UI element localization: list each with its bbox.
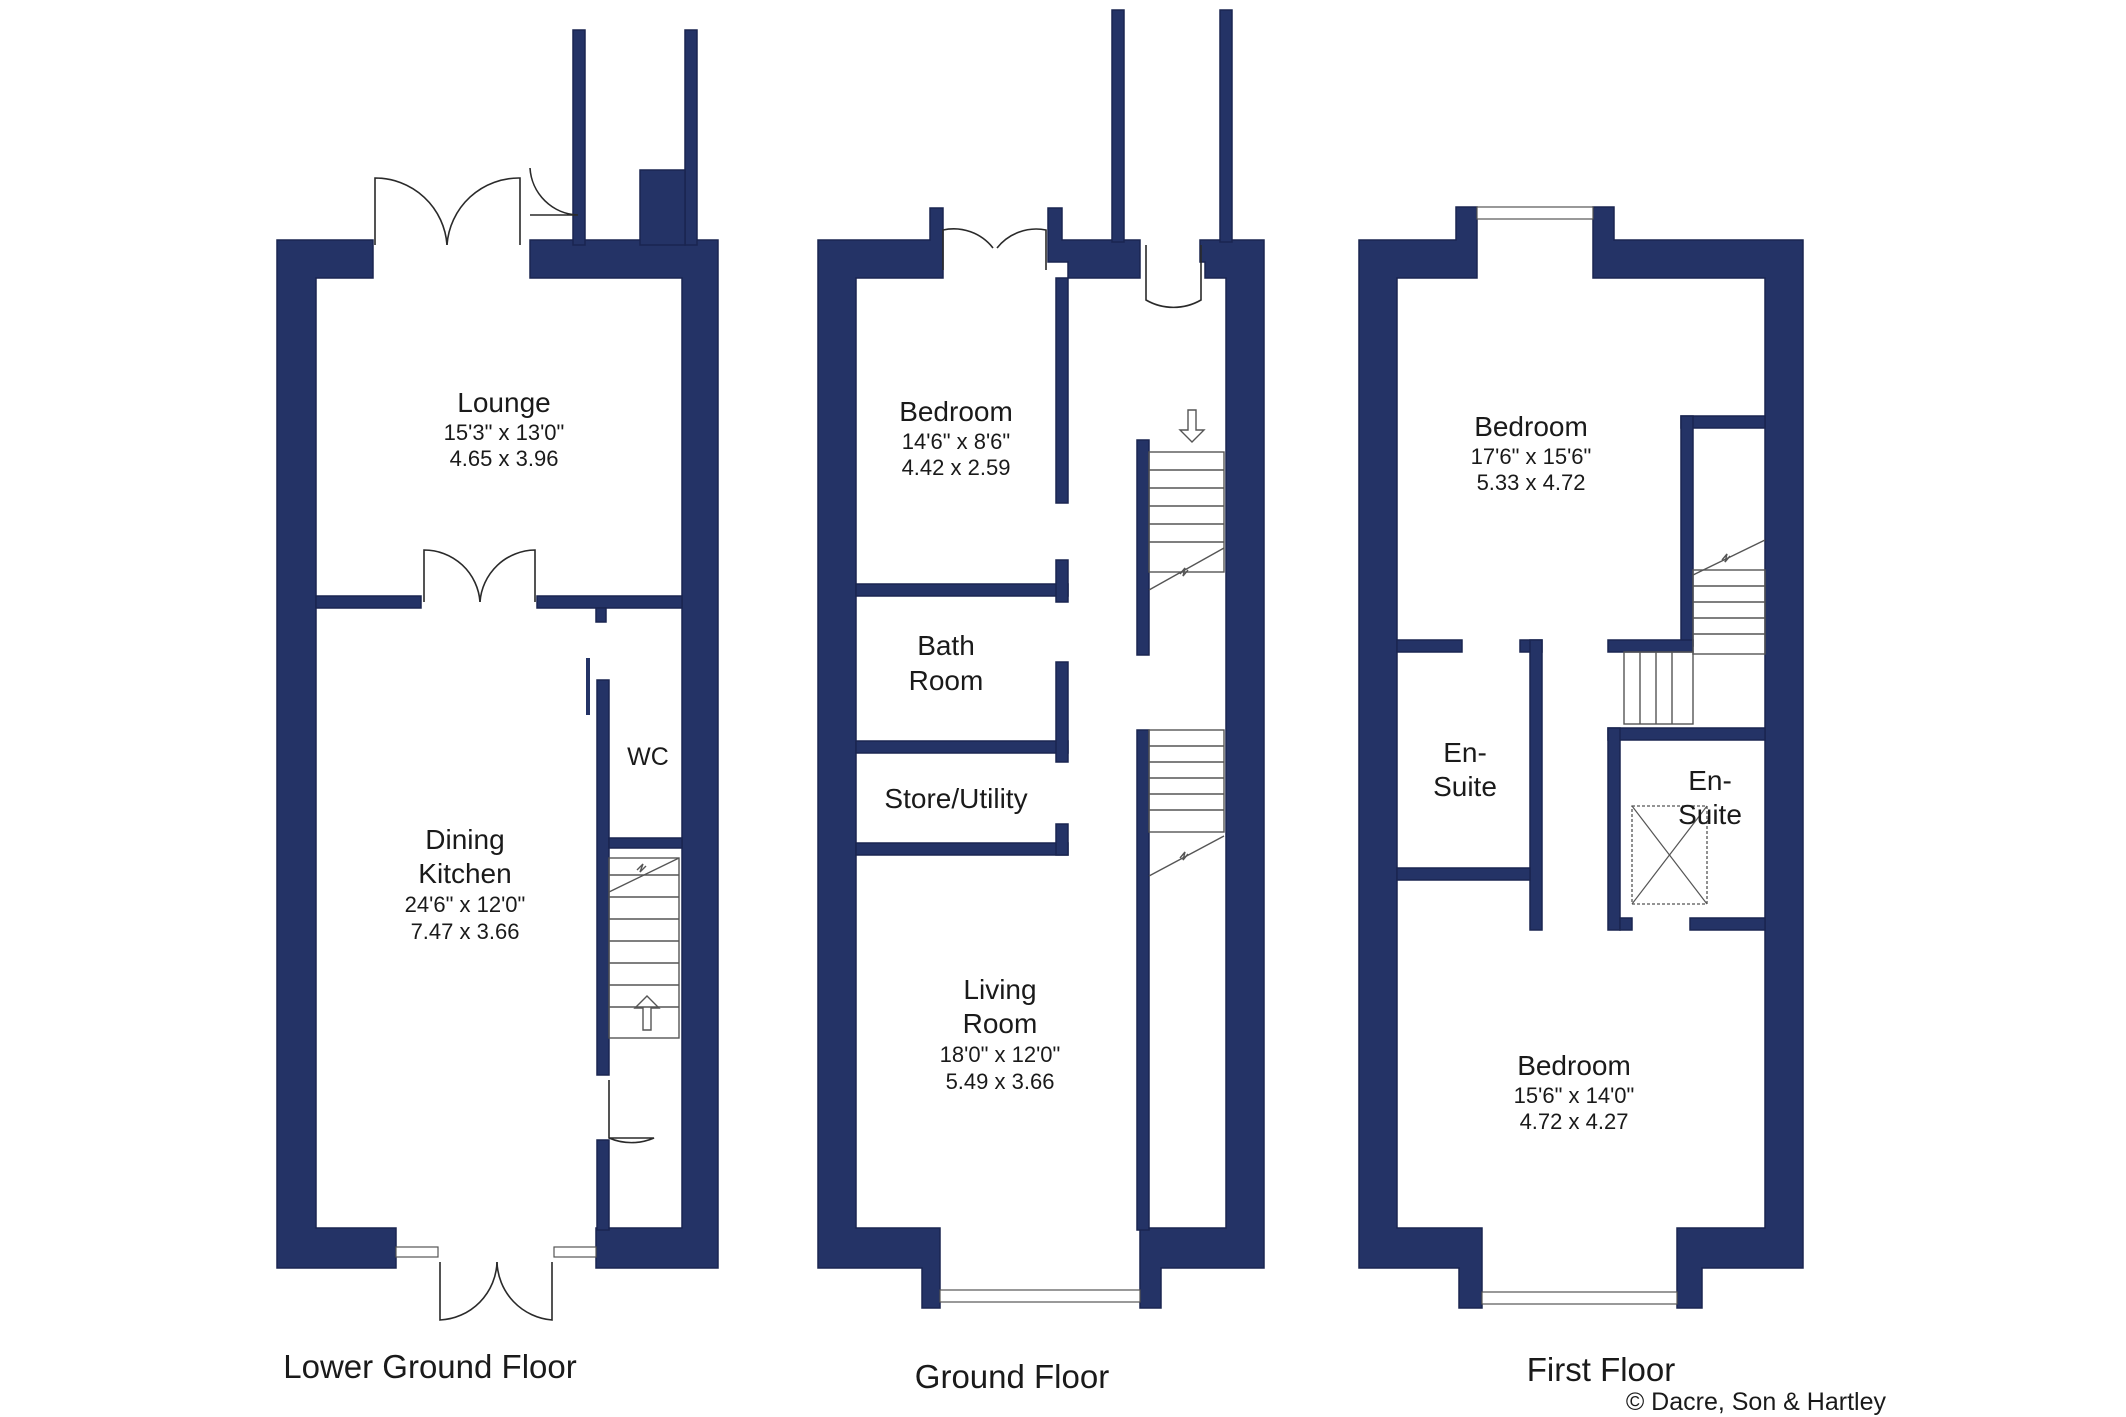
- first-ensuite-left-right-wall: [1529, 639, 1543, 931]
- lounge-name: Lounge: [457, 387, 550, 418]
- lower-ground-floor-plan: Lounge 15'3" x 13'0" 4.65 x 3.96 Dining …: [276, 29, 719, 1385]
- living-dim-imperial: 18'0" x 12'0": [940, 1042, 1061, 1067]
- ground-bath-nib: [1055, 661, 1069, 763]
- lower-ground-floor-label: Lower Ground Floor: [283, 1348, 576, 1385]
- bath-name-line2: Room: [909, 665, 984, 696]
- first-ensuite-right-nib: [1619, 917, 1633, 931]
- first-ensuite-left-line1: En-: [1443, 737, 1487, 768]
- dining-name-line2: Kitchen: [418, 858, 511, 889]
- lower-window-right: [553, 1246, 597, 1258]
- first-stairs: [1623, 539, 1766, 725]
- first-bedroom-front-dim-imperial: 15'6" x 14'0": [1514, 1083, 1635, 1108]
- living-dim-metric: 5.49 x 3.66: [946, 1069, 1055, 1094]
- lower-partition-right: [536, 595, 683, 609]
- first-landing-wall: [1607, 639, 1694, 653]
- copyright-text: © Dacre, Son & Hartley: [1626, 1388, 1887, 1416]
- dining-dim-metric: 7.47 x 3.66: [411, 919, 520, 944]
- first-bedroom-rear-dim-metric: 5.33 x 4.72: [1477, 470, 1586, 495]
- lower-partition-nib: [595, 607, 607, 623]
- ground-rear-wall-b: [1219, 9, 1233, 243]
- first-ensuite-right-bottom-wall: [1689, 917, 1766, 931]
- first-ensuite-right-left-wall: [1607, 727, 1621, 931]
- lower-rear-wall-b: [684, 29, 698, 246]
- lower-front-door-left: [439, 1261, 498, 1321]
- lower-outer-walls: [276, 239, 397, 1269]
- first-ensuite-right-line2: Suite: [1678, 799, 1742, 830]
- wc-name: WC: [627, 743, 669, 771]
- ground-floor-label: Ground Floor: [915, 1358, 1109, 1395]
- first-stair-left-wall: [1680, 415, 1694, 647]
- lower-right-wall: [529, 239, 719, 1269]
- lounge-dim-imperial: 15'3" x 13'0": [444, 420, 565, 445]
- ground-stair-down-arrow: [1178, 409, 1206, 443]
- bath-name-line1: Bath: [917, 630, 975, 661]
- living-name-line2: Room: [963, 1008, 1038, 1039]
- first-ensuite-right-top-wall: [1607, 727, 1766, 741]
- living-name-line1: Living: [963, 974, 1036, 1005]
- first-bedroom-front-dim-metric: 4.72 x 4.27: [1520, 1109, 1629, 1134]
- first-shower-tray: [1631, 805, 1708, 905]
- lower-rear-door-left: [374, 177, 448, 246]
- ground-floor-plan: Bedroom 14'6" x 8'6" 4.42 x 2.59 Bath Ro…: [817, 9, 1265, 1395]
- lower-front-door-right: [496, 1261, 553, 1321]
- lower-inner-door-left: [423, 549, 481, 603]
- first-outer-right: [1592, 206, 1804, 1309]
- ground-rear-mid: [1047, 207, 1141, 279]
- ground-bedroom-right-wall: [1055, 277, 1069, 504]
- ground-rear-door-right: [996, 228, 1047, 270]
- ground-hall-wall-upper: [1136, 439, 1150, 656]
- lounge-dim-metric: 4.65 x 3.96: [450, 446, 559, 471]
- dining-name-line1: Dining: [425, 824, 504, 855]
- ground-bed-bath-wall: [855, 583, 1069, 597]
- ground-bedroom-name: Bedroom: [899, 396, 1013, 427]
- lower-rear-wall-a: [572, 29, 586, 246]
- lower-rear-side-door: [529, 167, 579, 216]
- first-floor-label: First Floor: [1527, 1351, 1676, 1388]
- first-outer-left: [1358, 206, 1483, 1309]
- first-ensuite-left-line2: Suite: [1433, 771, 1497, 802]
- lower-store-door: [608, 1080, 655, 1144]
- lower-stair-wall: [596, 679, 610, 1076]
- first-bedroom-front-name: Bedroom: [1517, 1050, 1631, 1081]
- first-ensuite-left-bottom-wall: [1396, 867, 1531, 881]
- ground-bay-window: [939, 1289, 1141, 1303]
- dining-dim-imperial: 24'6" x 12'0": [405, 892, 526, 917]
- lower-rear-pier: [639, 169, 686, 246]
- first-ensuite-right-line1: En-: [1688, 765, 1732, 796]
- first-bedroom-rear-name: Bedroom: [1474, 411, 1588, 442]
- ground-store-living-wall: [855, 842, 1069, 856]
- ground-outer-left: [817, 207, 944, 1309]
- lower-partition-left: [315, 595, 422, 609]
- ground-bed-bath-nib: [1055, 559, 1069, 603]
- ground-rear-wall-a: [1111, 9, 1125, 243]
- ground-bedroom-dim-metric: 4.42 x 2.59: [902, 455, 1011, 480]
- lower-stair-up-arrow: [633, 995, 661, 1031]
- first-front-window: [1481, 1291, 1678, 1305]
- ground-stairs-lower: [1148, 729, 1225, 877]
- lower-inner-door-right: [479, 549, 536, 603]
- ground-bath-store-wall: [855, 740, 1069, 754]
- ground-hall-wall-lower: [1136, 729, 1150, 1231]
- first-bedroom-rear-dim-imperial: 17'6" x 15'6": [1471, 444, 1592, 469]
- ground-store-nib: [1055, 823, 1069, 856]
- lower-stair-wall-low: [596, 1139, 610, 1231]
- ground-side-door: [1145, 245, 1202, 309]
- ground-outer-right: [1139, 239, 1265, 1309]
- lower-wc-wall: [608, 837, 683, 849]
- first-left-landing-wall: [1396, 639, 1463, 653]
- ground-bedroom-dim-imperial: 14'6" x 8'6": [902, 429, 1010, 454]
- first-floor-plan: Bedroom 17'6" x 15'6" 5.33 x 4.72 En- Su…: [1358, 206, 1804, 1388]
- first-rear-window: [1476, 206, 1594, 220]
- lower-rear-door-right: [446, 177, 521, 246]
- store-utility-name: Store/Utility: [884, 783, 1027, 814]
- lower-window-left: [395, 1246, 439, 1258]
- ground-rear-door-left: [942, 228, 994, 270]
- lower-stairs: [608, 857, 680, 1039]
- ground-stairs-upper: [1148, 409, 1225, 591]
